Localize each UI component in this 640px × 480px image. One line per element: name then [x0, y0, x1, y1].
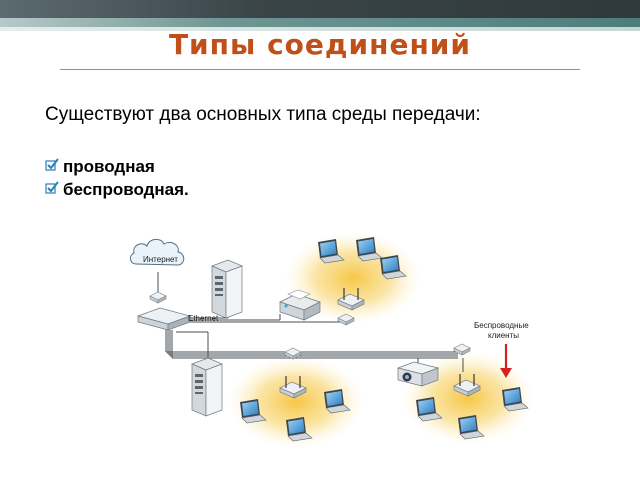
bullet-label: беспроводная.: [63, 180, 189, 199]
title-divider: [60, 69, 580, 70]
wireless-clients-label-line1: Беспроводные: [474, 321, 529, 330]
ethernet-label: Ethernet: [188, 314, 219, 323]
network-diagram: Интернет Ethernet Беспроводные клиенты: [128, 232, 536, 458]
cloud-icon: [129, 238, 185, 266]
network-diagram-svg: [129, 232, 534, 448]
bullet-list: проводная беспроводная.: [45, 155, 189, 201]
server-icon: [211, 259, 243, 319]
wireless-clients-label-line2: клиенты: [488, 331, 520, 340]
wireless-zone-bottom-left: [228, 356, 364, 448]
arrow-down-icon: [500, 344, 512, 378]
top-decor-dark-bar: [0, 0, 640, 18]
internet-label: Интернет: [143, 255, 178, 264]
modem-icon: [149, 291, 167, 304]
check-icon: [45, 181, 59, 194]
intro-text: Существуют два основных типа среды перед…: [45, 104, 481, 125]
bullet-label: проводная: [63, 157, 155, 176]
top-decor-teal-bar: [0, 18, 640, 27]
bullet-item-wireless: беспроводная.: [45, 178, 189, 201]
switch-icon: [136, 307, 192, 331]
projector-icon: [396, 361, 440, 387]
bullet-item-wired: проводная: [45, 155, 189, 178]
server-icon: [191, 357, 223, 417]
check-icon: [45, 158, 59, 171]
cable-bundle: [157, 272, 464, 372]
top-decor-light-bar: [0, 27, 640, 31]
printer-icon: [279, 289, 321, 321]
slide-title: Типы соединений: [168, 28, 472, 61]
wireless-zone-top: [285, 232, 421, 324]
